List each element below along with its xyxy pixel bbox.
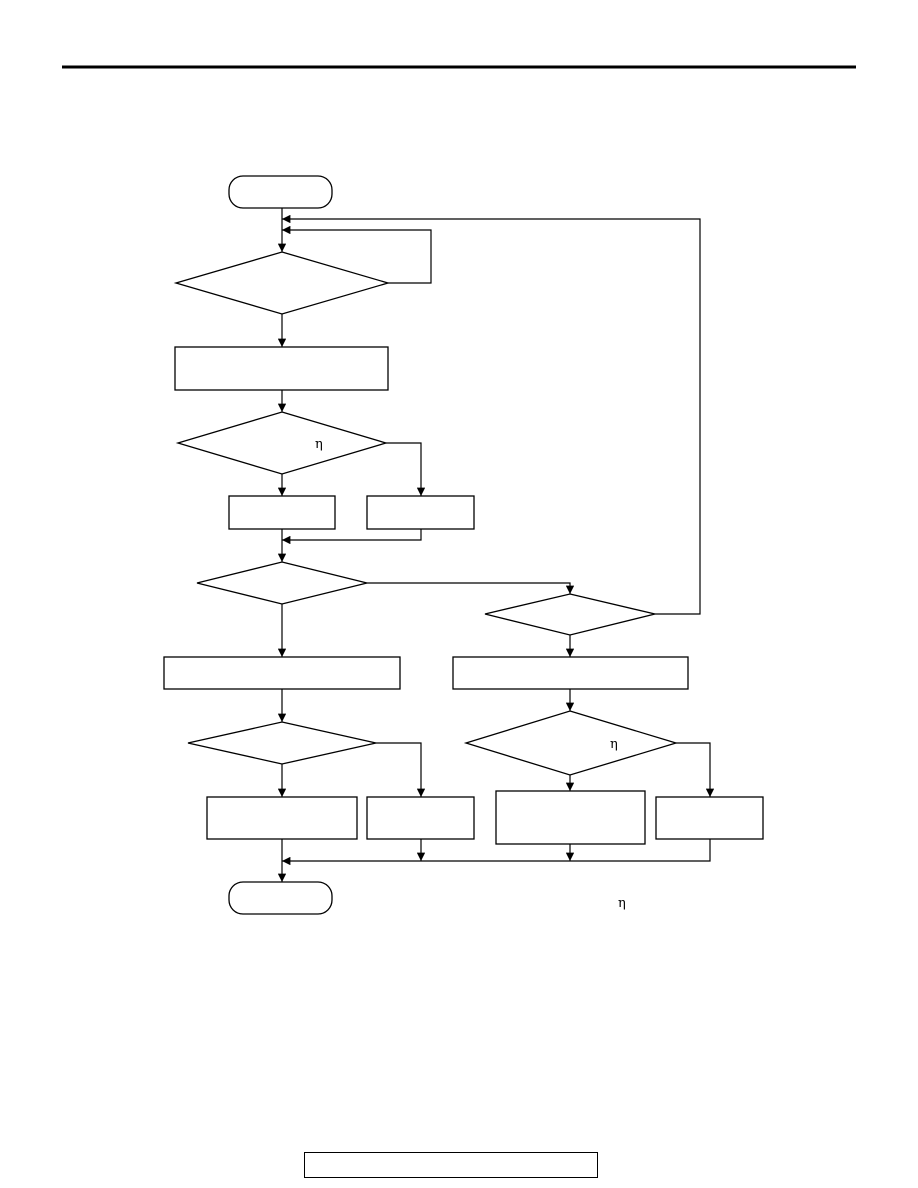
process-box-4c: [495, 790, 646, 845]
decision-5-left: [187, 721, 377, 765]
connector: [676, 742, 715, 797]
start-terminal: [228, 175, 333, 209]
eta-symbol-note: η: [618, 896, 626, 911]
connector: [386, 442, 426, 496]
process-box-1: [174, 346, 389, 391]
connector: [367, 582, 575, 594]
end-terminal: [228, 881, 333, 915]
eta-symbol-decision-6: η: [610, 737, 618, 752]
decision-2: [175, 411, 389, 475]
connector: [282, 529, 422, 545]
connector-merge: [282, 839, 711, 866]
process-box-2a: [228, 495, 336, 530]
process-box-3-right: [452, 656, 689, 690]
decision-6-right: [463, 710, 679, 776]
eta-symbol-decision-2: η: [315, 437, 323, 452]
process-box-4d: [655, 796, 764, 840]
footer-page-box: [304, 1152, 598, 1178]
connector-loop-outer: [282, 214, 701, 615]
process-box-3-left: [163, 656, 401, 690]
process-box-4b: [366, 796, 475, 840]
process-box-4a: [206, 796, 358, 840]
connector: [376, 742, 426, 797]
decision-4: [484, 593, 656, 636]
process-box-2b: [366, 495, 475, 530]
decision-3: [196, 561, 368, 605]
decision-1: [173, 251, 391, 315]
connector-loop-inner: [282, 225, 432, 284]
